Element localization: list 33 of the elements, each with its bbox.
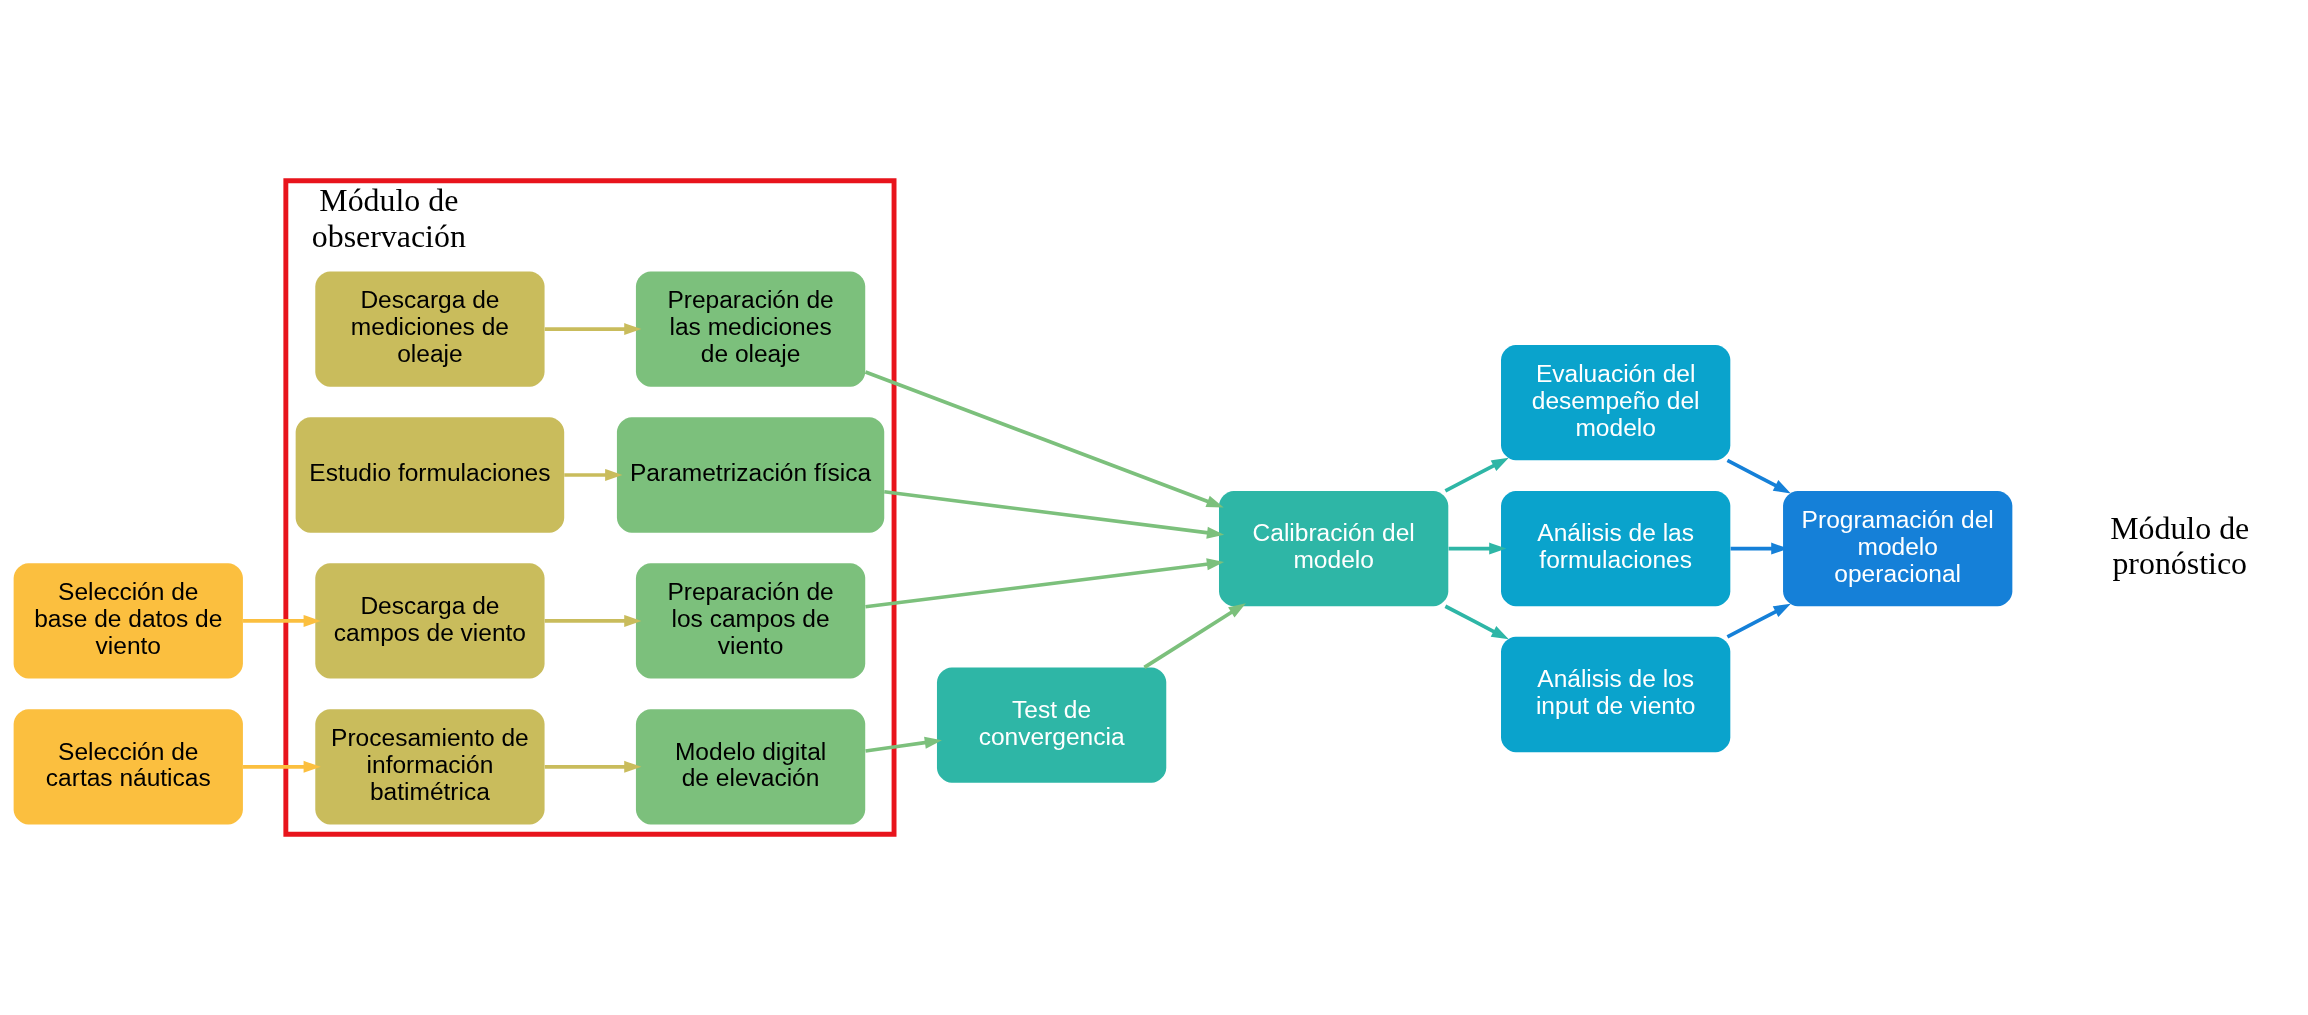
node-box: Descarga de mediciones de oleaje	[315, 271, 545, 387]
node-box: Análisis de los input de viento	[1501, 636, 1731, 753]
node-box: Descarga de campos de viento	[315, 563, 545, 679]
arrow	[1448, 542, 1507, 555]
arrow	[884, 489, 1225, 539]
node-box: Evaluación del desempeño del modelo	[1501, 345, 1731, 461]
node-box: Test de convergencia	[936, 667, 1167, 783]
arrow	[544, 760, 642, 773]
arrow	[243, 614, 321, 627]
arrow	[864, 370, 1224, 508]
node-box: Preparación de los campos de viento	[635, 563, 866, 679]
node-box: Selección de cartas náuticas	[13, 709, 243, 825]
node-box: Análisis de las formulaciones	[1501, 490, 1731, 607]
node-box: Programación del modelo operacional	[1783, 490, 2013, 607]
arrow	[1444, 604, 1509, 640]
arrow	[564, 468, 623, 482]
node-box: Preparación de las mediciones de oleaje	[635, 271, 866, 387]
node-box: Procesamiento de información batimétrica	[315, 709, 545, 825]
node-box: Selección de base de datos de viento	[13, 563, 243, 679]
arrow	[544, 323, 642, 336]
arrow	[865, 736, 942, 753]
arrow	[865, 558, 1225, 609]
arrow	[1143, 603, 1246, 669]
arrow	[1726, 603, 1791, 639]
arrow	[243, 760, 321, 773]
node-box: Parametrización física	[616, 417, 885, 533]
label: Módulo de pronóstico	[2110, 510, 2250, 582]
node-box: Estudio formulaciones	[295, 417, 565, 533]
node-box: Modelo digital de elevación	[635, 709, 866, 825]
arrow	[544, 614, 642, 627]
node-box: Calibración del modelo	[1219, 490, 1449, 607]
arrow	[1444, 457, 1509, 493]
arrow	[1726, 458, 1791, 494]
